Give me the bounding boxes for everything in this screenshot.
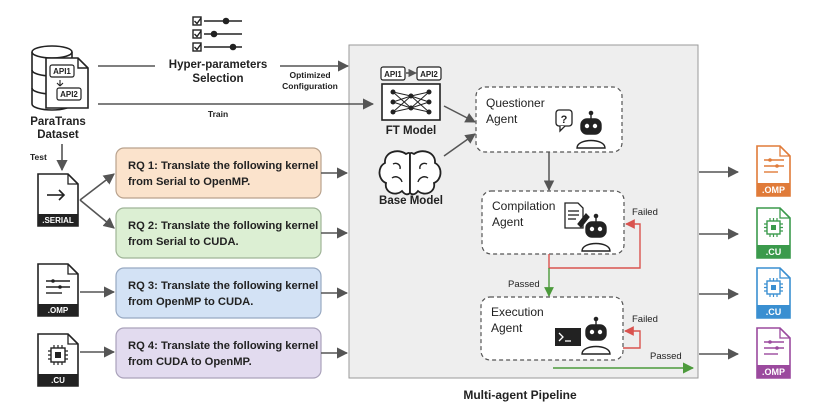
- compilation-failed-loop: [548, 219, 641, 269]
- checklist-sliders-icon: [192, 16, 242, 52]
- dataset-api1-label: API1: [53, 67, 71, 76]
- request-boxes: RQ 1: Translate the following kernel from…: [115, 147, 349, 379]
- execution-failed-loop: [623, 326, 641, 349]
- questioner-title-line1: Questioner: [486, 96, 545, 110]
- ft-model-label: FT Model: [386, 125, 436, 137]
- compilation-agent-box: [481, 190, 625, 255]
- request-text-line2: from Serial to OpenMP.: [128, 176, 250, 188]
- terminal-icon: [555, 328, 581, 346]
- compilation-title-line1: Compilation: [492, 199, 555, 213]
- neural-network-icon: API1 API2: [380, 66, 442, 121]
- output-file-icon-3: .CU: [756, 267, 791, 319]
- output-file-label: .OMP: [762, 367, 785, 377]
- output-file-label: .CU: [766, 247, 782, 257]
- cu-file-icon: .CU: [37, 333, 79, 387]
- output-file-icon-1: .OMP: [756, 145, 791, 197]
- question-bubble-icon: ?: [555, 109, 573, 133]
- request-text-line1: RQ 3: Translate the following kernel: [128, 280, 318, 292]
- questioner-title-line2: Agent: [486, 112, 518, 126]
- serial-to-rq2-arrow: [79, 199, 115, 229]
- output-file-label: .OMP: [762, 185, 785, 195]
- base-model-label: Base Model: [379, 195, 443, 207]
- cu-file-label: .CU: [51, 376, 65, 385]
- robot-icon-execution: [581, 316, 611, 355]
- output-file-label: .CU: [766, 307, 782, 317]
- train-label: Train: [208, 109, 228, 119]
- output-file-icon-4: .OMP: [756, 327, 791, 379]
- execution-title-line2: Agent: [491, 321, 523, 335]
- request-box-4: RQ 4: Translate the following kernel from…: [115, 327, 322, 379]
- brain-icon: [378, 150, 442, 196]
- request-text-line2: from Serial to CUDA.: [128, 236, 239, 248]
- api-document-icon: API1 API2: [45, 57, 89, 109]
- pipeline-label: Multi-agent Pipeline: [463, 388, 577, 402]
- optimized-label-line1: Optimized: [289, 70, 330, 80]
- serial-to-rq1-arrow: [79, 173, 115, 201]
- test-label: Test: [30, 152, 47, 162]
- output-file-icon-2: .CU: [756, 207, 791, 259]
- passed-label-2: Passed: [650, 351, 682, 362]
- request-box-3: RQ 3: Translate the following kernel from…: [115, 267, 322, 319]
- serial-file-icon: .SERIAL: [37, 173, 79, 227]
- dataset-title-line1: ParaTrans: [30, 116, 86, 128]
- robot-icon: [576, 110, 606, 149]
- request-text-line2: from OpenMP to CUDA.: [128, 296, 253, 308]
- optimized-label-line2: Configuration: [282, 81, 338, 91]
- ft-api1-label: API1: [384, 70, 402, 79]
- omp-file-icon: .OMP: [37, 263, 79, 317]
- omp-file-label: .OMP: [48, 306, 69, 315]
- hyper-title-line1: Hyper-parameters: [169, 59, 267, 71]
- ft-to-questioner-arrow: [443, 105, 476, 123]
- compilation-title-line2: Agent: [492, 215, 524, 229]
- dataset-api2-label: API2: [60, 90, 78, 99]
- output-files: .OMP .CU .CU .OMP: [699, 145, 791, 379]
- failed-label-2: Failed: [632, 314, 658, 325]
- request-text-line1: RQ 4: Translate the following kernel: [128, 340, 318, 352]
- request-box-2: RQ 2: Translate the following kernel from…: [115, 207, 322, 259]
- dataset-title-line2: Dataset: [37, 129, 79, 141]
- request-text-line1: RQ 2: Translate the following kernel: [128, 220, 318, 232]
- execution-agent-box: [480, 296, 624, 361]
- ft-api2-label: API2: [420, 70, 438, 79]
- robot-icon-compilation: [581, 213, 611, 252]
- svg-text:?: ?: [561, 114, 568, 126]
- serial-file-label: .SERIAL: [42, 216, 74, 225]
- passed-label-1: Passed: [508, 279, 540, 290]
- request-box-1: RQ 1: Translate the following kernel from…: [115, 147, 322, 199]
- base-to-questioner-arrow: [443, 133, 476, 157]
- request-text-line1: RQ 1: Translate the following kernel: [128, 160, 318, 172]
- execution-title-line1: Execution: [491, 305, 544, 319]
- hyper-title-line2: Selection: [192, 73, 243, 85]
- document-edit-icon: [564, 202, 590, 229]
- request-text-line2: from CUDA to OpenMP.: [128, 356, 252, 368]
- failed-label-1: Failed: [632, 207, 658, 218]
